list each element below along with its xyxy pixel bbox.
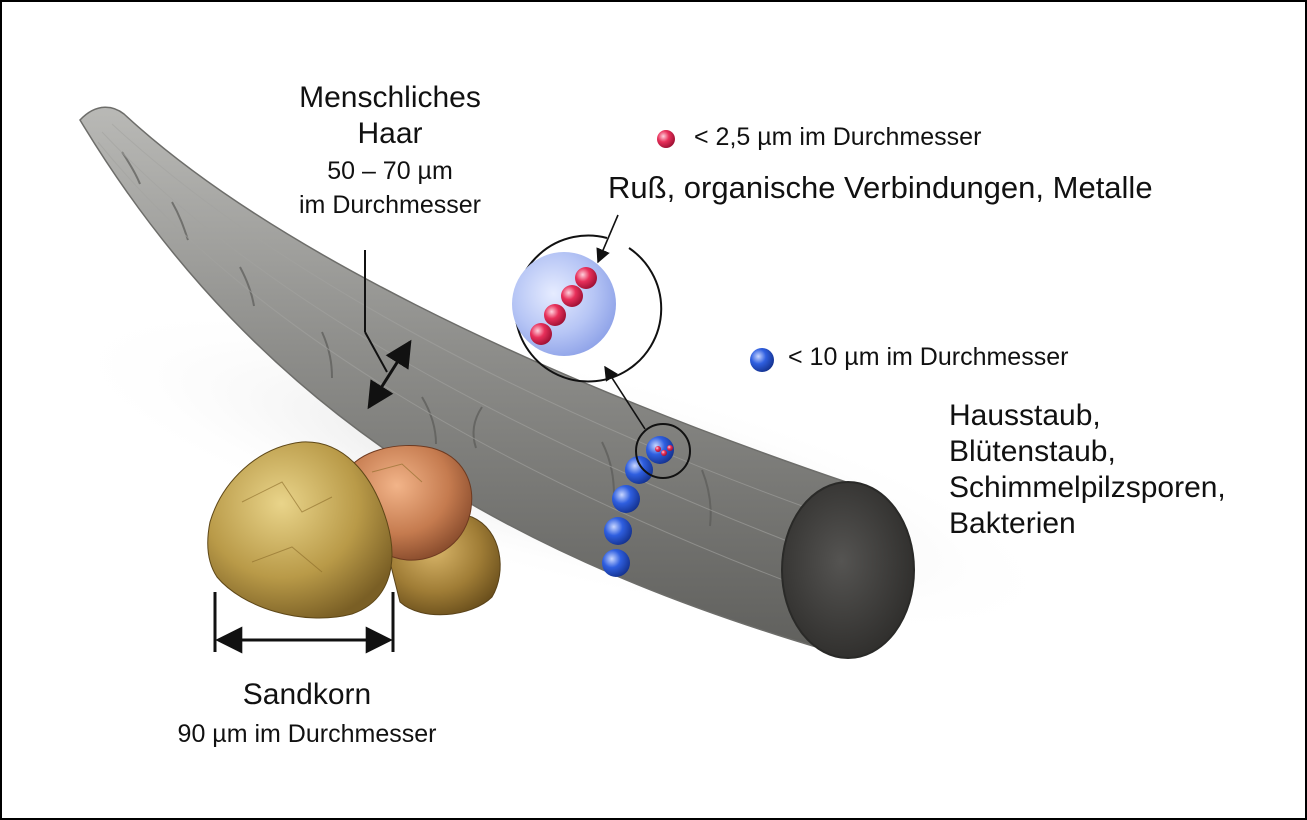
sand-grains xyxy=(207,441,501,619)
zoom-source-circle xyxy=(635,423,691,479)
pm10-description-line: Schimmelpilzsporen, xyxy=(949,471,1226,504)
pm25-description: Ruß, organische Verbindungen, Metalle xyxy=(608,170,1153,205)
sand-size: 90 µm im Durchmesser xyxy=(177,720,437,748)
magnified-particle xyxy=(512,234,663,383)
hair-label-line2: Haar xyxy=(357,117,423,150)
pm10-size-label: < 10 µm im Durchmesser xyxy=(788,343,1069,371)
hair-label-line1: Menschliches xyxy=(299,81,481,114)
pm10-description-line: Blütenstaub, xyxy=(949,435,1116,468)
pm10-description-line: Hausstaub, xyxy=(949,399,1101,432)
pm10-legend-dot xyxy=(750,348,774,372)
sand-name: Sandkorn xyxy=(242,678,372,711)
pm10-description: Hausstaub, Blütenstaub, Schimmelpilzspor… xyxy=(949,398,1226,542)
pm10-particles xyxy=(602,436,674,577)
hair-cross-section xyxy=(781,481,915,659)
pm10-description-line: Bakterien xyxy=(949,507,1076,540)
sand-label: Sandkorn 90 µm im Durchmesser xyxy=(142,677,472,749)
hair-width-arrow xyxy=(367,339,412,410)
hair-size: 50 – 70 µm xyxy=(327,157,453,185)
pm25-legend-dot xyxy=(657,130,675,148)
hair-unit: im Durchmesser xyxy=(299,191,481,219)
hair-label: Menschliches Haar 50 – 70 µm im Durchmes… xyxy=(270,80,510,220)
pm25-size-label: < 2,5 µm im Durchmesser xyxy=(694,123,982,151)
pm25-pointer xyxy=(596,214,619,264)
